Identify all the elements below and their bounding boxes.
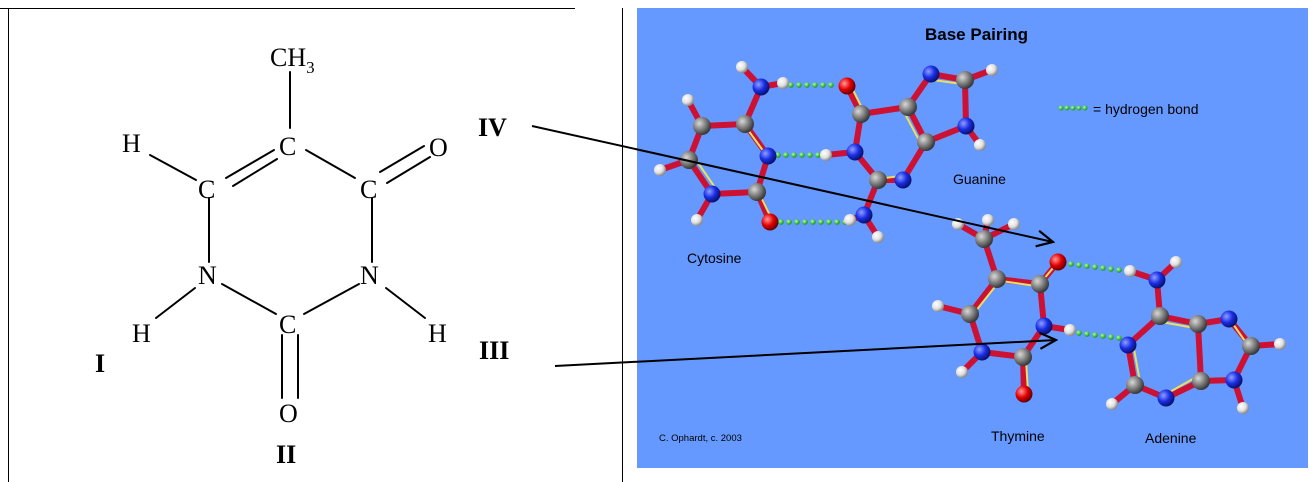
atom-c5: C: [279, 132, 296, 161]
roman-four-label: IV: [478, 113, 507, 142]
atom-n3: N: [360, 261, 379, 290]
h-bond-cytosine-guanine-top: [788, 82, 834, 88]
legend-label: = hydrogen bond: [1093, 101, 1198, 117]
legend-hbond-sample: [1058, 105, 1088, 111]
roman-three-label: III: [479, 336, 509, 365]
atom-h6: H: [122, 129, 141, 158]
base-pairing-model: Base Pairing = hydrogen bond Guanine Cyt…: [654, 25, 1286, 446]
atom-h1: H: [132, 319, 151, 348]
cytosine-label: Cytosine: [687, 250, 742, 266]
roman-two-label: II: [276, 440, 296, 469]
arrow-iii-to-nh: [554, 340, 1056, 367]
base-pairing-title: Base Pairing: [925, 25, 1028, 44]
h-bond-thymine-adenine-top: [1068, 261, 1122, 273]
atom-o2: O: [279, 399, 298, 428]
structure-bonds: [149, 71, 431, 399]
thymine-label: Thymine: [991, 428, 1045, 444]
adenine-label: Adenine: [1145, 430, 1197, 446]
atom-c2: C: [279, 310, 296, 339]
oxygen-atoms: [761, 77, 1067, 403]
atom-c4: C: [360, 175, 377, 204]
atom-c6: C: [198, 175, 215, 204]
h-bond-thymine-adenine-bottom: [1076, 330, 1122, 341]
hydrogen-bonds: [775, 82, 1122, 341]
guanine-label: Guanine: [953, 171, 1006, 187]
nitrogen-atoms: [703, 65, 1243, 407]
carbon-atoms: [680, 71, 1260, 394]
thymine-structure: CH3 C C C N N C O O H H H I II III IV: [95, 43, 509, 469]
arrow-iv-to-oxygen: [531, 125, 1053, 242]
methyl-label: CH3: [270, 43, 315, 77]
atom-n1: N: [198, 261, 217, 290]
atom-h3: H: [428, 319, 447, 348]
callout-arrows: [531, 125, 1056, 367]
h-bond-cytosine-guanine-bottom: [778, 219, 848, 225]
roman-one-label: I: [95, 349, 105, 378]
credit-label: C. Ophardt, c. 2003: [659, 433, 742, 444]
frame-lines: [0, 8, 623, 482]
h-bond-cytosine-guanine-mid: [775, 152, 821, 158]
atom-o4: O: [429, 133, 448, 162]
